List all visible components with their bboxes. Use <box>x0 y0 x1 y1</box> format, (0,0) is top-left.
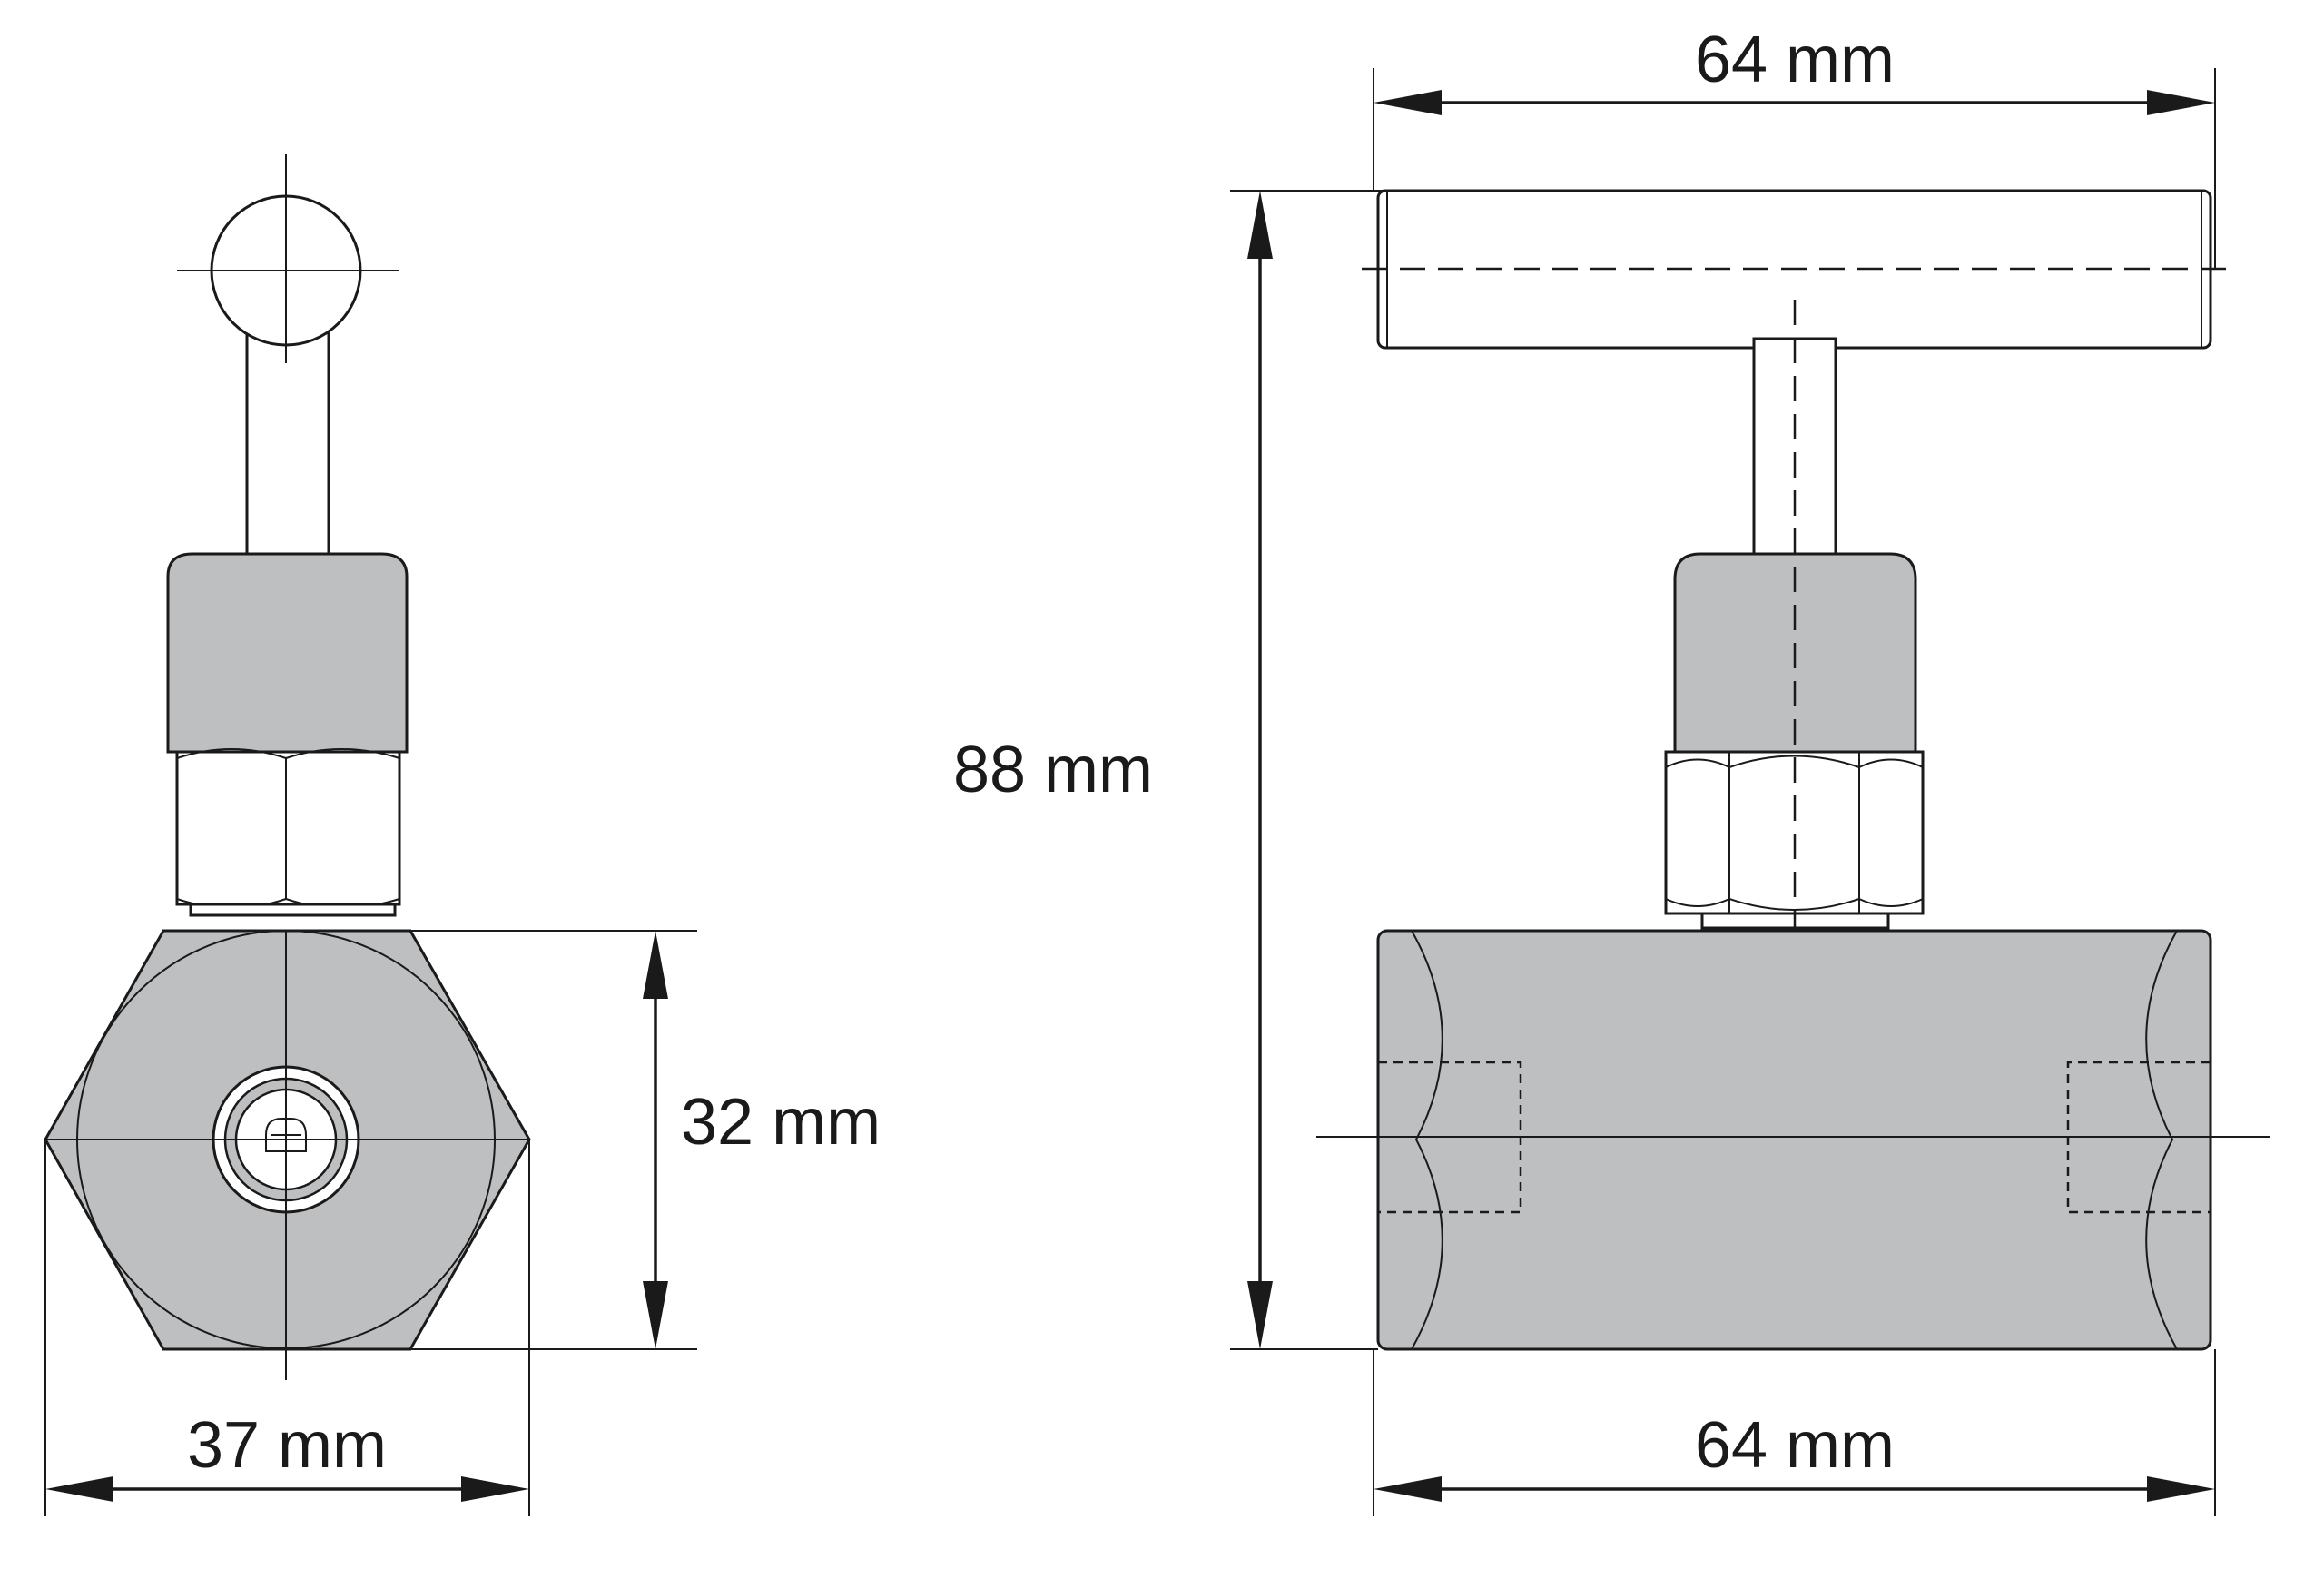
front-body-left-chamfer <box>1411 930 1443 1350</box>
front-top-label: 64 mm <box>1695 24 1895 96</box>
front-height-arrow-bottom <box>1247 1281 1273 1349</box>
side-handle-stem <box>245 321 330 556</box>
side-bonnet-cap <box>166 552 409 754</box>
front-height-label: 88 mm <box>953 734 1153 806</box>
front-body-right-chamfer <box>2145 930 2178 1350</box>
side-height-arrow-top <box>643 931 668 999</box>
front-bottom-arrow-left <box>1374 1476 1442 1502</box>
front-bottom-label: 64 mm <box>1695 1409 1895 1482</box>
front-bottom-arrow-right <box>2147 1476 2215 1502</box>
front-handle-stem <box>1752 337 1837 558</box>
side-width-label: 37 mm <box>187 1409 387 1482</box>
side-width-arrow-right <box>461 1476 529 1502</box>
side-height-arrow-bottom <box>643 1281 668 1349</box>
side-hex-nut <box>175 748 401 917</box>
front-top-arrow-left <box>1374 90 1442 115</box>
side-port-bore <box>265 1118 307 1152</box>
side-height-label: 32 mm <box>681 1086 881 1159</box>
front-height-arrow-top <box>1247 191 1273 259</box>
front-view: 64 mm 88 mm 64 mm <box>953 24 2270 1516</box>
front-top-arrow-right <box>2147 90 2215 115</box>
side-width-arrow-left <box>45 1476 113 1502</box>
side-view: 32 mm 37 mm <box>44 154 881 1516</box>
front-valve-body <box>1376 929 2212 1351</box>
